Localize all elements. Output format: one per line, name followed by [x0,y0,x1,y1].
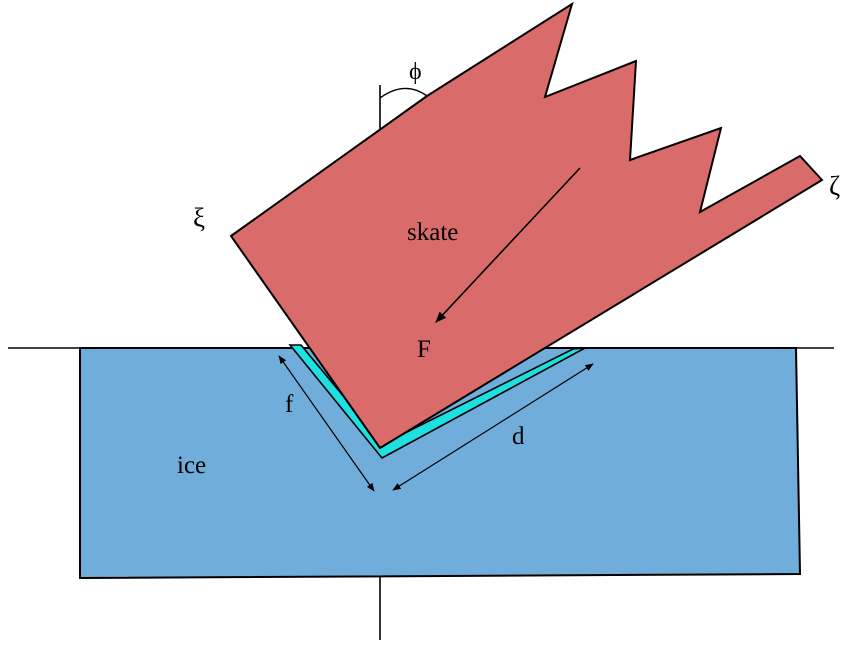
dimension-arrow-d [392,363,594,491]
film-label: f [285,391,294,418]
angle-label: ϕ [409,59,422,85]
angle-arc [379,87,428,99]
zeta-label: ζ [829,171,840,201]
skate-label: skate [407,219,458,246]
dimension-arrow-f [278,355,375,492]
xi-label: ξ [193,203,205,233]
depth-label: d [512,423,525,450]
ice-label: ice [177,452,206,479]
force-label: F [417,336,431,363]
force-arrow [435,167,581,323]
